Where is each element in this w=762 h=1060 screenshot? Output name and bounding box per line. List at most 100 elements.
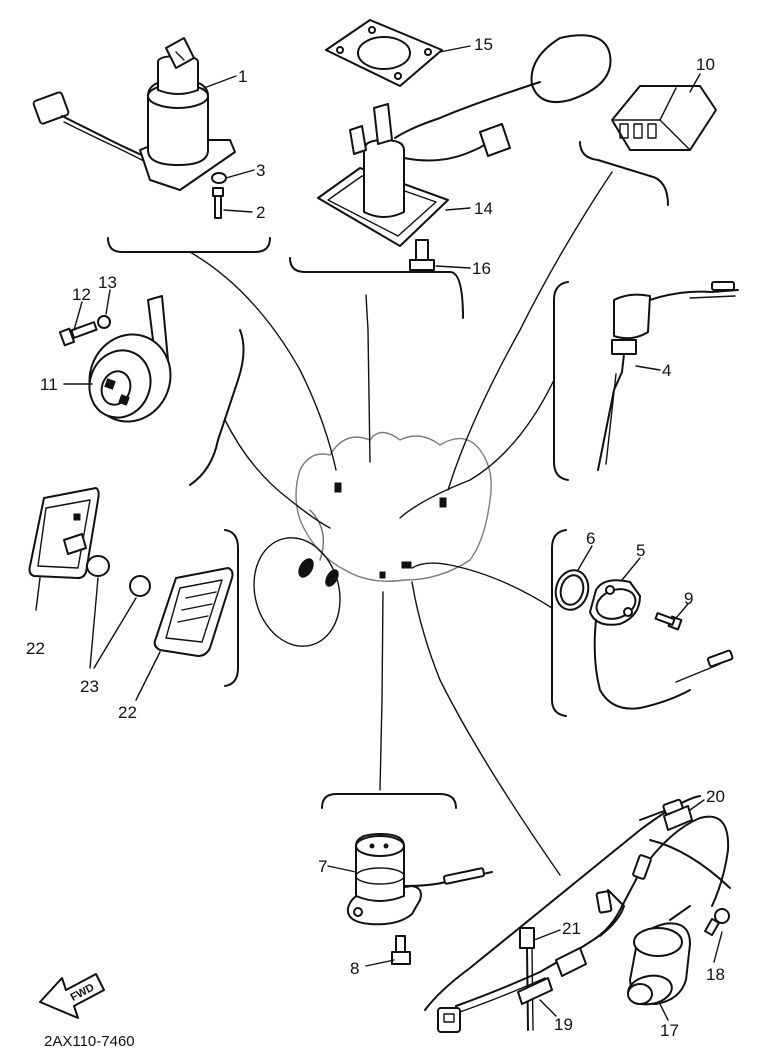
- leader-solenoid: [379, 591, 384, 791]
- callout-8: 8: [350, 959, 359, 978]
- callout-numbers: 1 2 3 4 5 6 7 8 9 10 11 12 13 14 15 16 1…: [26, 35, 725, 1040]
- callout-22-rear: 22: [26, 639, 45, 658]
- harness-branch-a: [589, 871, 641, 943]
- leader-thermo-unit: [399, 379, 555, 519]
- bracket-main-switch: [107, 237, 271, 253]
- fuel-sender-14: [317, 34, 612, 247]
- callout-3: 3: [256, 161, 265, 180]
- main-switch: [32, 37, 236, 191]
- leader-reflector-loop: [253, 537, 341, 647]
- callout-12: 12: [72, 285, 91, 304]
- clip-20: [663, 805, 693, 831]
- wire-harness: [455, 798, 731, 1013]
- leader-horn: [224, 419, 331, 529]
- leader-fuel-sender: [365, 294, 371, 463]
- callout-14: 14: [474, 199, 493, 218]
- mount-point-solenoid: [379, 571, 386, 579]
- callout-6: 6: [586, 529, 595, 548]
- callout-4: 4: [662, 361, 671, 380]
- screw-18: [704, 908, 730, 937]
- relay-10: [611, 85, 717, 151]
- band-21: [519, 927, 535, 1031]
- callout-11: 11: [40, 375, 58, 394]
- callout-10: 10: [696, 55, 715, 74]
- leader-wire-harness: [411, 581, 561, 876]
- callout-18: 18: [706, 965, 725, 984]
- screw-9: [654, 612, 683, 631]
- mount-point-sensor: [401, 561, 412, 569]
- sender-arm: [394, 81, 541, 139]
- thermo-boot: [613, 293, 651, 340]
- o-ring-6: [554, 569, 590, 611]
- switch-coupler: [32, 91, 70, 125]
- harness-loop: [639, 815, 730, 907]
- mount-point-relay: [439, 497, 447, 508]
- switch-key: [165, 37, 195, 69]
- clamp-19: [517, 977, 553, 1005]
- mount-point-reflector-2: [325, 569, 339, 587]
- mount-point-reflector-1: [298, 558, 314, 578]
- bracket-fuel-sender: [289, 257, 464, 319]
- fwd-arrow: FWD: [39, 973, 105, 1019]
- harness-cover: [649, 839, 731, 889]
- gasket-15: [325, 19, 443, 87]
- grommet-23: [86, 555, 151, 597]
- thermo-probe: [597, 353, 625, 471]
- callout-leaders: [35, 45, 723, 1021]
- bracket-horn: [189, 329, 245, 486]
- leader-sensor: [411, 562, 553, 609]
- washer-3: [211, 172, 227, 184]
- frame-outline: [295, 431, 492, 587]
- callout-1: 1: [238, 67, 247, 86]
- sensor-5: [589, 579, 734, 710]
- coupler-harness: [437, 1007, 461, 1033]
- callout-7: 7: [318, 857, 327, 876]
- bracket-relay: [579, 141, 669, 206]
- reflector-22-side: [153, 567, 234, 657]
- sender-coupler: [479, 123, 511, 157]
- reflector-22-rear: [28, 487, 100, 579]
- thermo-lead: [649, 289, 739, 301]
- callout-21: 21: [562, 919, 581, 938]
- horn-switch-17: [627, 905, 691, 1006]
- bracket-wire-harness: [424, 795, 701, 1011]
- thermo-unit-4: [597, 281, 739, 471]
- starter-solenoid-7: [346, 833, 493, 926]
- bracket-thermo-unit: [553, 281, 569, 481]
- bolt-16: [409, 239, 435, 271]
- sender-float: [530, 34, 612, 104]
- bracket-reflectors: [224, 529, 239, 687]
- callout-16: 16: [472, 259, 491, 278]
- callout-15: 15: [474, 35, 493, 54]
- switch-cylinder: [157, 55, 199, 95]
- nut-13: [97, 315, 111, 329]
- callout-19: 19: [554, 1015, 573, 1034]
- sensor-lead: [593, 619, 691, 710]
- leader-relay: [447, 171, 613, 491]
- sender-body: [363, 139, 405, 218]
- callout-13: 13: [98, 273, 117, 292]
- callout-2: 2: [256, 203, 265, 222]
- group-brackets: [107, 141, 701, 1011]
- callout-22-side: 22: [118, 703, 137, 722]
- callout-23: 23: [80, 677, 99, 696]
- reflector-stud: [63, 533, 87, 555]
- bolt-12: [58, 321, 98, 347]
- callout-20: 20: [706, 787, 725, 806]
- horn-11: [88, 295, 172, 423]
- switch-lead-wire: [61, 115, 149, 159]
- leader-main-switch: [189, 251, 337, 471]
- bolt-2: [212, 187, 224, 219]
- sender-lead: [403, 144, 485, 162]
- bracket-sensor: [551, 529, 567, 717]
- mount-point-switch: [334, 482, 342, 493]
- leader-lines: [189, 171, 613, 876]
- drawing-code: 2AX110-7460: [44, 1033, 135, 1050]
- callout-5: 5: [636, 541, 645, 560]
- callout-9: 9: [684, 589, 693, 608]
- callout-17: 17: [660, 1021, 679, 1040]
- fwd-arrow-icon: [39, 973, 105, 1019]
- bolt-8: [391, 935, 411, 965]
- bracket-solenoid: [321, 793, 457, 809]
